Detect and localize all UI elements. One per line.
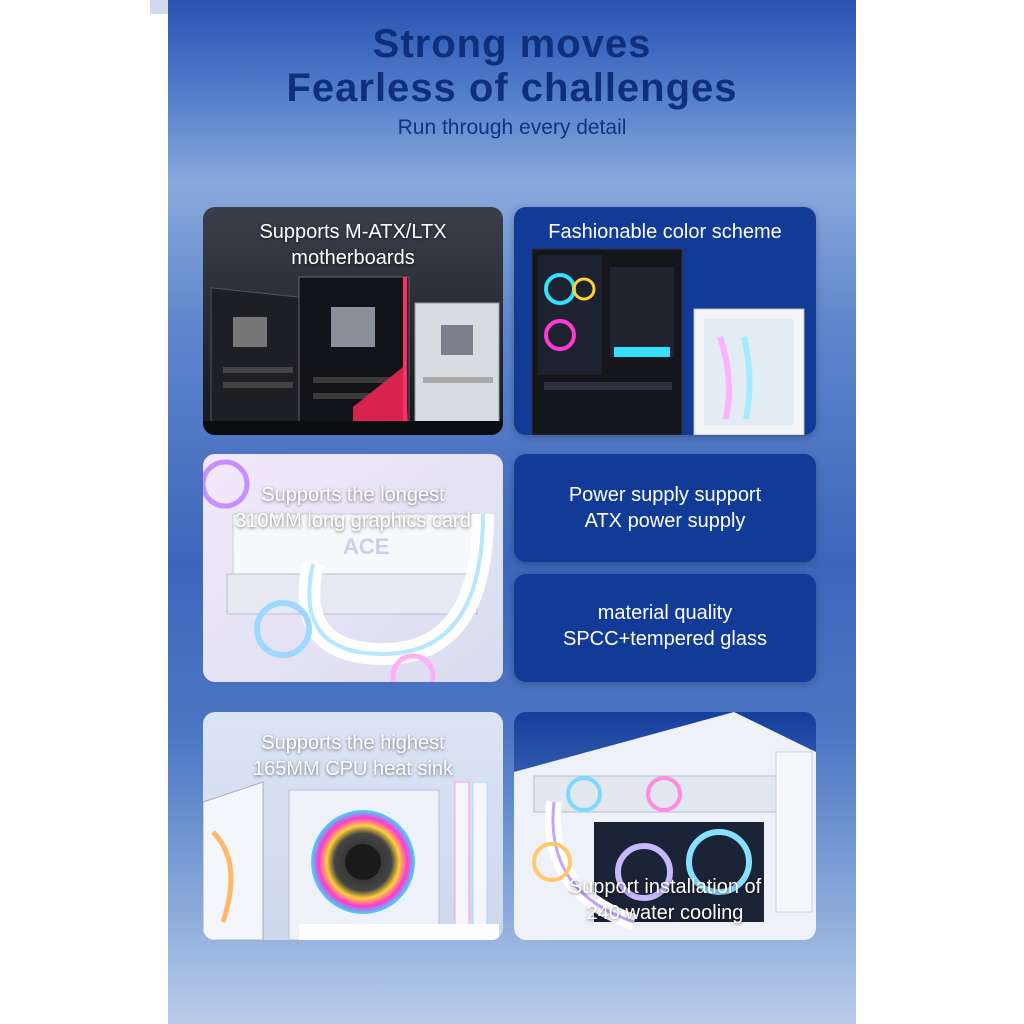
product-detail-panel: Strong moves Fearless of challenges Run … (168, 0, 856, 1024)
motherboard-caption-line-1: Supports M-ATX/LTX (259, 221, 447, 243)
water-cooling-card: Support installation of 240 water coolin… (514, 712, 816, 940)
water-cooling-caption-line-2: 240 water cooling (586, 902, 744, 924)
motherboard-illustration (203, 207, 503, 435)
motherboard-card: Supports M-ATX/LTX motherboards (203, 207, 503, 435)
material-caption-line-2: SPCC+tempered glass (563, 628, 767, 650)
svg-text:ACE: ACE (343, 534, 389, 559)
graphics-card-caption-line-2: 310MM long graphics card (235, 510, 471, 532)
color-scheme-illustration (531, 248, 805, 435)
material-caption-line-1: material quality (597, 602, 733, 624)
subtitle: Run through every detail (397, 116, 627, 139)
cpu-heatsink-caption-line-1: Supports the highest (261, 732, 445, 754)
water-cooling-illustration (514, 712, 816, 940)
material-caption: material quality SPCC+tempered glass (514, 600, 816, 652)
material-card: material quality SPCC+tempered glass (514, 574, 816, 682)
headline-line-2: Fearless of challenges (286, 66, 738, 110)
cpu-heatsink-card: Supports the highest 165MM CPU heat sink (203, 712, 503, 940)
power-supply-card: Power supply support ATX power supply (514, 454, 816, 562)
water-cooling-caption: Support installation of 240 water coolin… (514, 874, 816, 926)
motherboard-caption-line-2: motherboards (291, 247, 415, 269)
cpu-heatsink-caption: Supports the highest 165MM CPU heat sink (203, 730, 503, 782)
graphics-card-card: ACE Supports the longest 310MM long grap… (203, 454, 503, 682)
power-supply-caption: Power supply support ATX power supply (514, 482, 816, 534)
water-cooling-caption-line-1: Support installation of (568, 876, 762, 898)
headline-line-1: Strong moves (372, 22, 652, 66)
power-supply-caption-line-1: Power supply support (568, 484, 762, 506)
color-scheme-caption: Fashionable color scheme (514, 219, 816, 245)
cpu-heatsink-caption-line-2: 165MM CPU heat sink (252, 758, 454, 780)
graphics-card-illustration: ACE (203, 454, 503, 682)
color-scheme-caption-line-1: Fashionable color scheme (548, 221, 782, 243)
graphics-card-caption-line-1: Supports the longest (261, 484, 445, 506)
motherboard-caption: Supports M-ATX/LTX motherboards (203, 219, 503, 271)
color-scheme-card: Fashionable color scheme (514, 207, 816, 435)
power-supply-caption-line-2: ATX power supply (584, 510, 746, 532)
graphics-card-caption: Supports the longest 310MM long graphics… (203, 482, 503, 534)
cpu-heatsink-illustration (203, 712, 503, 940)
